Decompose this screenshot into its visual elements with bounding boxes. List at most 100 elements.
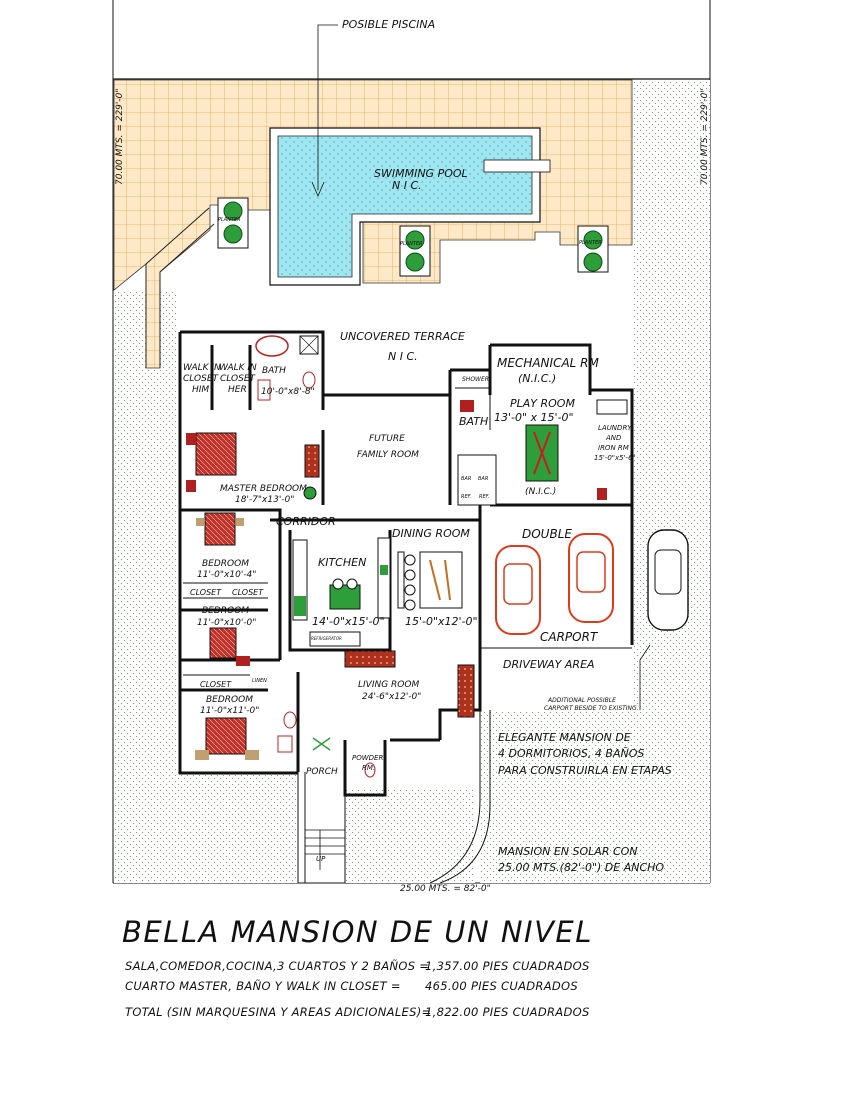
right-dimension: 70.00 MTS. = 229'-0" — [700, 89, 710, 186]
walk-in-him-3: HIM — [192, 385, 209, 395]
bedroom2-dim: 11'-0"x10'-0" — [197, 618, 256, 628]
kitchen-fixtures — [292, 537, 391, 647]
living-dim: 24'-6"x12'-0" — [362, 692, 421, 702]
planter-center — [399, 225, 431, 277]
closet-c-label: CLOSET — [200, 680, 232, 689]
solar-1: MANSION EN SOLAR CON — [498, 845, 638, 858]
posible-piscina-label: POSIBLE PISCINA — [342, 18, 435, 31]
car-red-right — [568, 533, 614, 623]
area-line3-value: 1,822.00 PIES CUADRADOS — [425, 1005, 590, 1019]
bedroom3-bed — [195, 711, 297, 760]
dining-dim: 15'-0"x12'-0" — [405, 615, 478, 628]
elegante-3: PARA CONSTRUIRLA EN ETAPAS — [498, 764, 672, 777]
bedroom1-label: BEDROOM — [202, 559, 249, 569]
closet-b-label: CLOSET — [232, 588, 264, 597]
living-room-label: LIVING ROOM — [358, 680, 419, 690]
planter-right — [577, 225, 609, 273]
living-furniture — [312, 650, 475, 778]
walk-in-her-2: CLOSET — [220, 374, 257, 384]
play-room-dim: 13'-0" x 15'-0" — [494, 411, 574, 424]
elegante-2: 4 DORMITORIOS, 4 BAÑOS — [498, 747, 644, 760]
double-label: DOUBLE — [522, 527, 572, 541]
walk-in-him-2: CLOSET — [183, 374, 220, 384]
additional-carport-1: ADDITIONAL POSSIBLE — [547, 697, 616, 704]
play-room-nic: (N.I.C.) — [525, 487, 556, 497]
bar-label-1: BAR — [461, 476, 471, 482]
master-bath-label: BATH — [262, 366, 286, 376]
area-line2-value: 465.00 PIES CUADRADOS — [425, 979, 578, 993]
laundry-1: LAUNDRY — [598, 424, 632, 432]
elegante-1: ELEGANTE MANSION DE — [498, 731, 631, 744]
interior-lines — [183, 387, 632, 884]
ref-label-1: REF. — [461, 494, 471, 500]
master-bath-dim: 10'-0"x8'-8" — [261, 387, 315, 397]
bedroom2-label: BEDROOM — [202, 606, 249, 616]
bedroom1-dim: 11'-0"x10'-4" — [197, 570, 256, 580]
refrigerator-label: REFRIGERATOR — [311, 636, 342, 641]
bedroom1-bed — [196, 512, 244, 546]
play-room-label: PLAY ROOM — [510, 397, 575, 410]
piscina-leader — [311, 24, 338, 198]
car-red-left — [495, 545, 541, 635]
bath2-label: BATH — [459, 415, 488, 428]
deck-border — [145, 207, 215, 368]
future-family-2: FAMILY ROOM — [357, 450, 419, 460]
carport-label: CARPORT — [540, 630, 599, 644]
additional-carport-leader — [639, 644, 651, 710]
corridor-label: CORRIDOR — [276, 515, 336, 528]
porch-steps — [305, 829, 345, 870]
bedroom3-dim: 11'-0"x11'-0" — [200, 706, 259, 716]
lawn — [114, 80, 710, 883]
kitchen-label: KITCHEN — [318, 556, 366, 569]
bar-label-2: BAR — [478, 476, 488, 482]
page-title: BELLA MANSION DE UN NIVEL — [122, 915, 593, 949]
planter-label-center: PLANTER — [400, 241, 423, 247]
walk-in-her-3: HER — [228, 385, 247, 395]
pool-nic-label: N I C. — [392, 179, 422, 192]
walk-in-him-1: WALK IN — [183, 363, 221, 373]
area-line1-value: 1,357.00 PIES CUADRADOS — [425, 959, 590, 973]
dining-room-label: DINING ROOM — [392, 527, 470, 540]
laundry-2: AND — [605, 434, 622, 442]
car-outline — [647, 529, 689, 631]
driveway-label: DRIVEWAY AREA — [503, 658, 595, 671]
closet-a-label: CLOSET — [190, 588, 222, 597]
master-bed — [186, 432, 320, 500]
swimming-pool — [269, 127, 551, 286]
swimming-pool-label: SWIMMING POOL — [374, 167, 468, 180]
bottom-dimension: 25.00 MTS. = 82'-0" — [400, 884, 491, 894]
planter-left — [217, 197, 249, 249]
linen-label: LINEN — [252, 678, 267, 684]
planter-label-right: PLANTER — [579, 240, 602, 246]
shower-label: SHOWER — [462, 376, 489, 383]
area-line1-label: SALA,COMEDOR,COCINA,3 CUARTOS Y 2 BAÑOS … — [125, 959, 430, 973]
laundry-3: IRON RM — [598, 444, 629, 452]
master-bedroom-label: MASTER BEDROOM — [220, 484, 307, 494]
master-bath-fixtures — [255, 335, 319, 401]
mechanical-label: MECHANICAL RM — [497, 356, 599, 370]
ref-label-2: REF. — [479, 494, 489, 500]
floor-plan: POSIBLE PISCINA SWIMMING POOL N I C. 70.… — [112, 0, 711, 894]
bedroom2-bed — [209, 627, 250, 666]
solar-2: 25.00 MTS.(82'-0") DE ANCHO — [498, 861, 664, 874]
future-family-1: FUTURE — [369, 434, 405, 444]
powder-1: POWDER — [352, 754, 383, 762]
area-line3-label: TOTAL (SIN MARQUESINA Y AREAS ADICIONALE… — [125, 1005, 432, 1019]
kitchen-dim: 14'-0"x15'-0" — [312, 615, 385, 628]
left-dimension: 70.00 MTS. = 229'-0" — [115, 89, 125, 186]
additional-carport-2: CARPORT BESIDE TO EXISTING — [544, 705, 637, 712]
porch-label: PORCH — [306, 767, 338, 777]
terrace-nic-label: N I C. — [388, 350, 418, 363]
planter-label-left: PLANTER — [218, 217, 241, 223]
up-label: UP — [316, 855, 326, 863]
area-line2-label: CUARTO MASTER, BAÑO Y WALK IN CLOSET = — [125, 979, 401, 993]
dining-table — [397, 551, 463, 611]
master-bedroom-dim: 18'-7"x13'-0" — [235, 495, 294, 505]
walk-in-her-1: WALK IN — [219, 363, 257, 373]
bedroom3-label: BEDROOM — [206, 695, 253, 705]
pool-table — [457, 399, 628, 506]
powder-2: RM. — [362, 764, 375, 772]
uncovered-terrace-label: UNCOVERED TERRACE — [340, 330, 465, 343]
mechanical-nic: (N.I.C.) — [518, 372, 556, 385]
laundry-dim: 15'-0"x5'-6" — [594, 454, 636, 462]
